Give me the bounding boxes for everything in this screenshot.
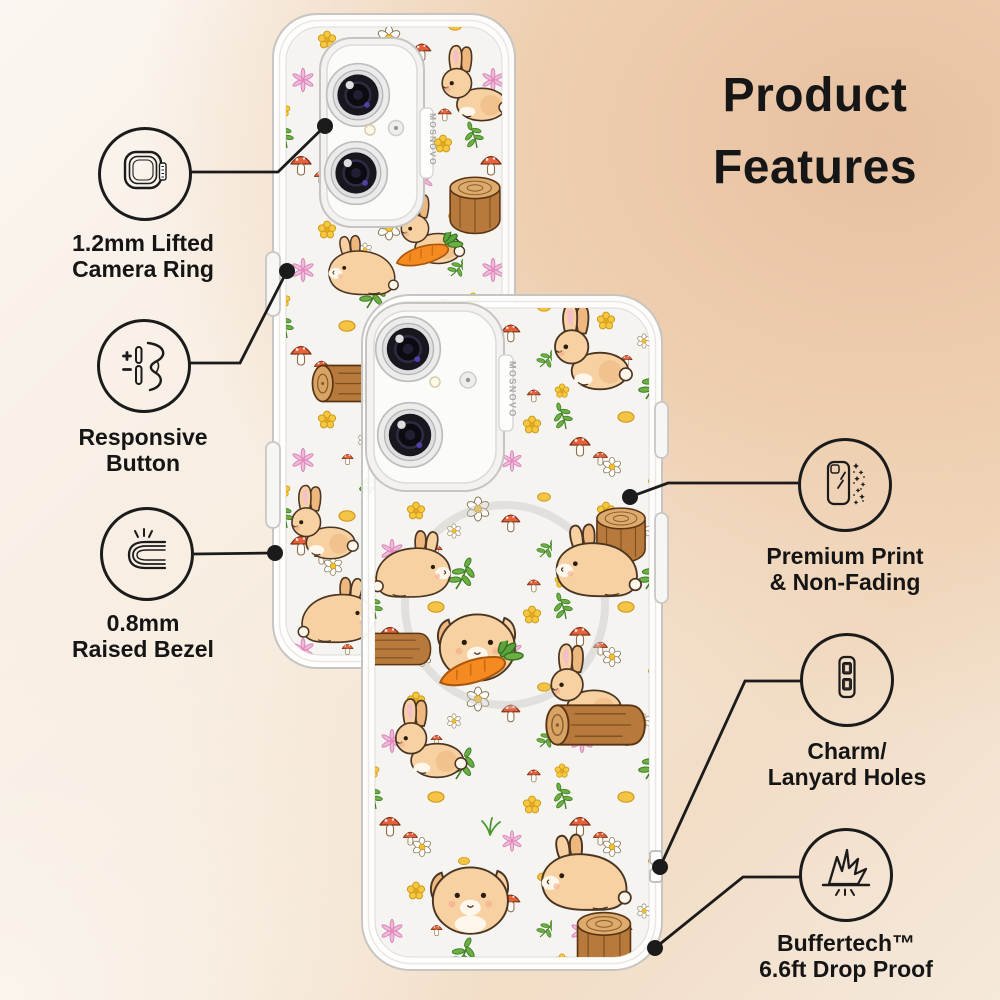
back-camera-lens bbox=[325, 62, 391, 128]
front-phone-case: MOSNOVO bbox=[361, 294, 669, 971]
callout-connectors bbox=[190, 124, 801, 950]
drop-proof-connector bbox=[654, 875, 800, 950]
page-title-line1: Product bbox=[722, 69, 908, 122]
drop-proof-icon bbox=[821, 848, 871, 896]
charm-holes-label: Charm/ Lanyard Holes bbox=[767, 738, 927, 790]
premium-print-label: Premium Print & Non-Fading bbox=[766, 543, 924, 595]
magsafe-ring bbox=[401, 501, 609, 709]
page-title-line2: Features bbox=[712, 141, 918, 194]
premium-print-icon bbox=[826, 460, 866, 506]
raised-bezel-label: 0.8mm Raised Bezel bbox=[72, 610, 214, 662]
brand-tab bbox=[419, 107, 434, 179]
brand-tab bbox=[498, 354, 514, 432]
camera-ring-connector bbox=[191, 124, 326, 174]
page-title: Product Features bbox=[650, 60, 980, 204]
charm-holes-callout bbox=[800, 633, 894, 727]
raised-bezel-callout bbox=[100, 507, 194, 601]
responsive-button-icon bbox=[122, 341, 165, 392]
premium-print-callout bbox=[798, 438, 892, 532]
raised-bezel-icon bbox=[127, 528, 167, 570]
back-camera-flash bbox=[364, 124, 376, 136]
drop-proof-callout bbox=[799, 828, 893, 922]
front-camera-module: MOSNOVO bbox=[365, 302, 518, 492]
front-case-side-button bbox=[654, 512, 669, 604]
responsive-button-callout bbox=[97, 319, 191, 413]
back-camera-lens bbox=[323, 140, 389, 206]
responsive-button-connector bbox=[190, 270, 289, 365]
callout-dots bbox=[267, 118, 668, 956]
raised-bezel-connector bbox=[193, 551, 273, 556]
front-camera-lens bbox=[374, 315, 442, 383]
camera-ring-label: 1.2mm Lifted Camera Ring bbox=[72, 230, 214, 282]
camera-ring-callout bbox=[98, 127, 192, 221]
brand-text: MOSNOVO bbox=[508, 361, 518, 418]
responsive-button-label: Responsive Button bbox=[78, 424, 208, 476]
camera-ring-icon bbox=[123, 150, 167, 190]
back-camera-module: MOSNOVO bbox=[319, 37, 438, 228]
premium-print-connector bbox=[629, 481, 799, 499]
front-case-power-button bbox=[654, 401, 669, 459]
drop-proof-label: Buffertech™ 6.6ft Drop Proof bbox=[759, 930, 933, 982]
brand-text: MOSNOVO bbox=[428, 113, 438, 166]
front-camera-flash bbox=[429, 376, 441, 388]
charm-holes-connector bbox=[658, 679, 801, 868]
charm-lanyard-holes-icon bbox=[838, 655, 856, 699]
front-camera-lens bbox=[376, 401, 444, 469]
back-case-side-button bbox=[265, 441, 281, 529]
